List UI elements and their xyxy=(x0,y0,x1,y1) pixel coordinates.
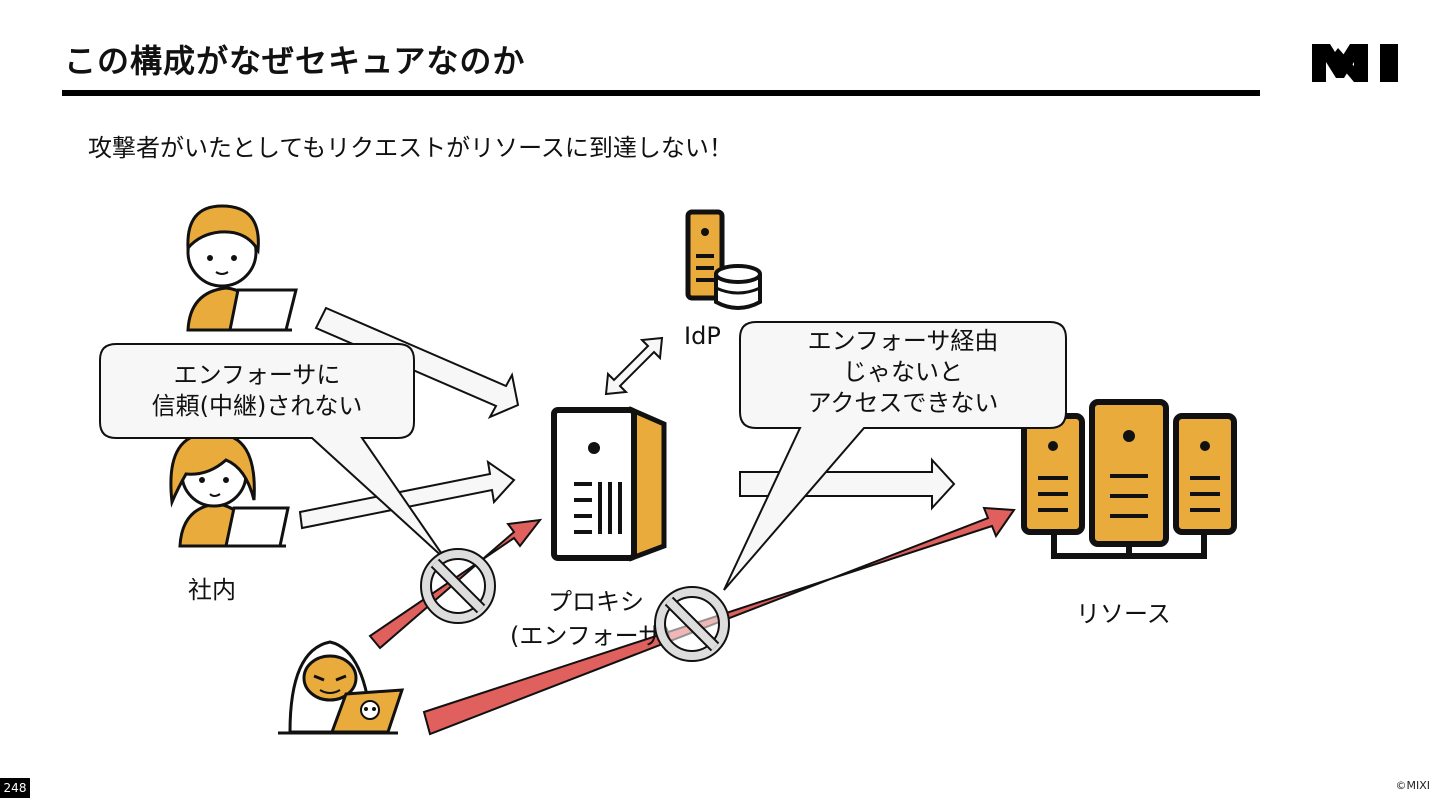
logo-icon xyxy=(1312,44,1398,82)
slide-subtitle: 攻撃者がいたとしてもリクエストがリソースに到達しない！ xyxy=(88,134,733,162)
database-icon xyxy=(714,264,762,310)
page-title: この構成がなぜセキュアなのか xyxy=(64,42,526,80)
proxy-label-line1: プロキシ xyxy=(548,588,644,616)
internal-label: 社内 xyxy=(188,576,236,604)
resource-label: リソース xyxy=(1076,600,1171,628)
callout-right-line1: エンフォーサ経由 xyxy=(807,327,999,355)
arrow-employee2-to-proxy xyxy=(298,459,516,530)
callout-left xyxy=(99,343,447,561)
callout-right xyxy=(723,321,1067,591)
idp-label: IdP xyxy=(684,322,721,350)
callout-left-line1: エンフォーサに xyxy=(173,361,341,389)
arrow-proxy-idp-bidirectional xyxy=(604,336,664,396)
callout-right-line2: じゃないと xyxy=(843,358,963,386)
callout-right-text: エンフォーサ経由 じゃないと アクセスできない xyxy=(740,326,1066,419)
callout-right-line3: アクセスできない xyxy=(807,389,999,417)
employee-icon xyxy=(169,432,290,548)
page-number: 248 xyxy=(0,778,30,798)
attack-arrow-to-proxy xyxy=(368,518,543,650)
copyright: ©MIXI xyxy=(1395,779,1430,792)
arrow-employee-to-proxy xyxy=(314,306,520,420)
proxy-label-line2: (エンフォーサ) xyxy=(510,622,672,650)
block-icon xyxy=(420,548,496,624)
hacker-icon xyxy=(278,640,405,735)
proxy-server-icon xyxy=(551,406,667,562)
callout-left-line2: 信頼(中継)されない xyxy=(151,392,363,420)
title-underline xyxy=(62,90,1260,96)
callout-left-text: エンフォーサに 信頼(中継)されない xyxy=(100,360,414,422)
employee-icon xyxy=(186,204,298,332)
